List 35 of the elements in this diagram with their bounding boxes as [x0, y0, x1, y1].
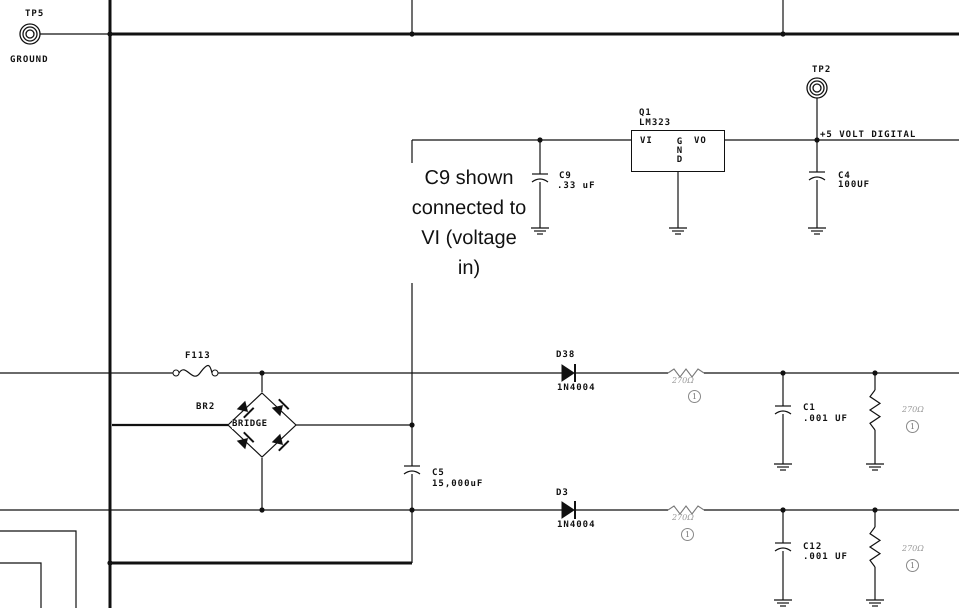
annotation-text: C9 shown connected to VI (voltage in)	[410, 163, 528, 283]
callout-number: 1	[688, 390, 701, 403]
value-label: 100UF	[838, 181, 870, 190]
part-label: BR2	[196, 403, 216, 412]
part-label: C9	[559, 172, 572, 181]
value-label: 270Ω	[672, 377, 694, 385]
part-label: Q1	[639, 109, 652, 118]
test-point-label: TP2	[812, 66, 832, 75]
value-label: 270Ω	[672, 514, 694, 522]
part-label: C1	[803, 404, 816, 413]
part-label: D38	[556, 351, 576, 360]
value-label: .33 uF	[557, 182, 596, 191]
pin-label: GND	[676, 138, 684, 165]
net-label: +5 VOLT DIGITAL	[820, 131, 916, 140]
part-label: LM323	[639, 119, 672, 128]
bridge-label: BRIDGE	[232, 420, 268, 429]
value-label: 270Ω	[902, 406, 924, 414]
value-label: 1N4004	[557, 384, 596, 393]
value-label: 270Ω	[902, 545, 924, 553]
value-label: .001 UF	[803, 553, 848, 562]
test-point-label: TP5	[25, 10, 44, 19]
part-label: C12	[803, 543, 822, 552]
part-label: C4	[838, 172, 851, 181]
callout-number: 1	[906, 559, 919, 572]
test-point-label: GROUND	[10, 56, 49, 65]
part-label: F113	[185, 352, 211, 361]
callout-number: 1	[681, 528, 694, 541]
value-label: 1N4004	[557, 521, 596, 530]
part-label: D3	[556, 489, 569, 498]
callout-number: 1	[906, 420, 919, 433]
pin-label: VI	[640, 137, 653, 146]
pin-label: VO	[694, 137, 707, 146]
value-label: 15,000uF	[432, 480, 484, 489]
part-label: C5	[432, 469, 445, 478]
value-label: .001 UF	[803, 415, 848, 424]
